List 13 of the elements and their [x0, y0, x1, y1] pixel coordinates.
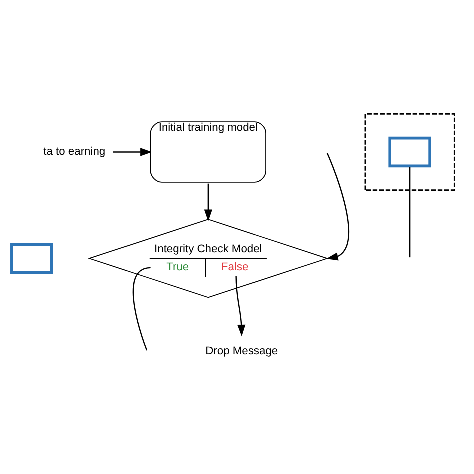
node-box: Initial training model: [150, 121, 266, 182]
arrow: [236, 276, 246, 336]
arrow: [204, 183, 213, 221]
node-text: Drop Message: [206, 344, 278, 357]
node-text: ta to earning: [44, 146, 106, 158]
node-box: [10, 242, 54, 274]
connector: [409, 166, 411, 258]
arrow: [113, 148, 152, 156]
node-diamond: Integrity Check Model True False: [88, 218, 329, 298]
cluster: [364, 112, 456, 191]
connector: [132, 266, 151, 350]
node-box: [388, 136, 432, 168]
arrow: [326, 152, 350, 260]
